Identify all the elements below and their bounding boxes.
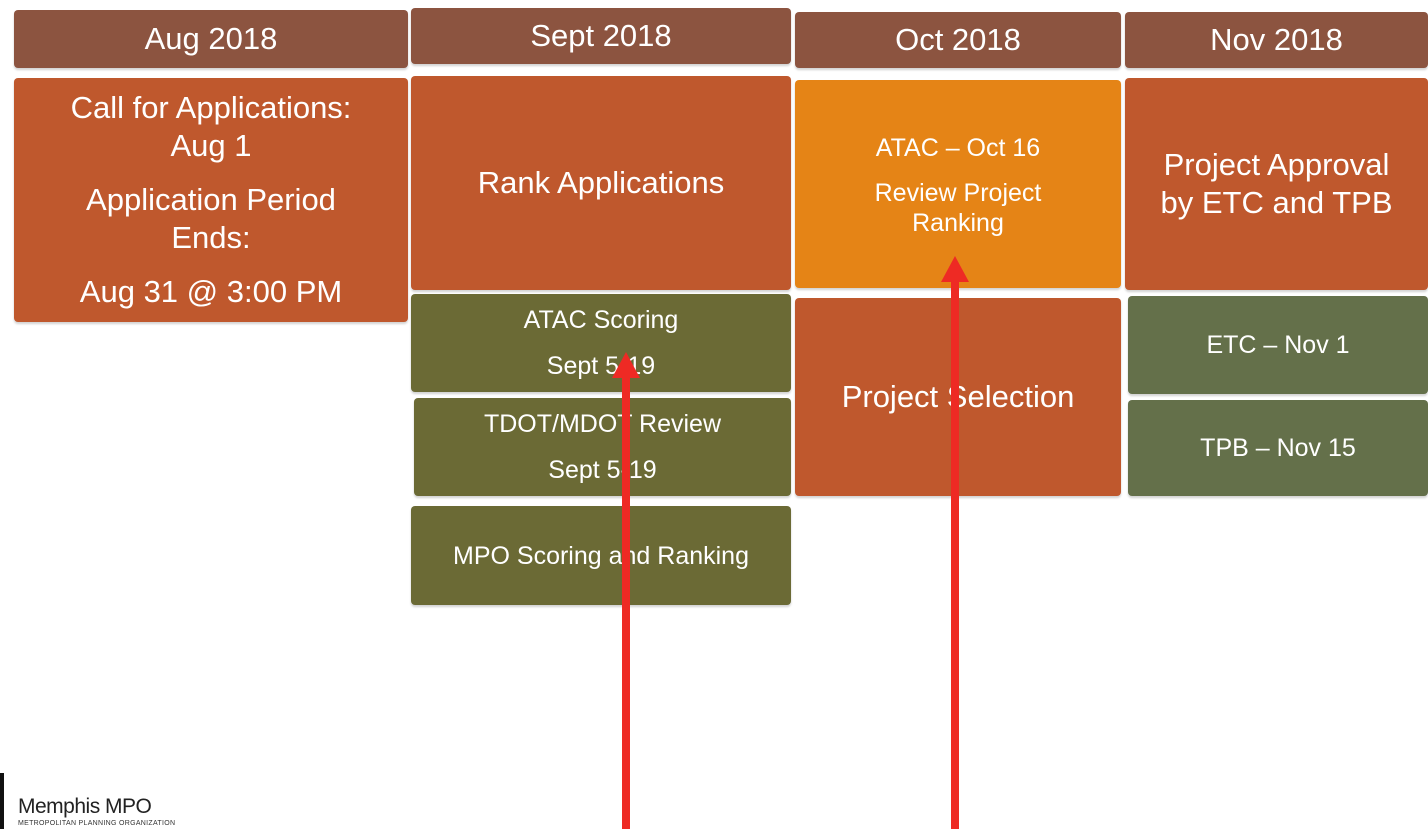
aug-line-2: Aug 1 (170, 128, 252, 163)
project-approval-box: Project Approval by ETC and TPB (1125, 78, 1428, 290)
arrow-shaft-oct-review (951, 280, 959, 829)
arrow-head-oct-review (941, 256, 969, 282)
etc-nov-label: ETC – Nov 1 (1206, 331, 1350, 359)
etc-nov-box: ETC – Nov 1 (1128, 296, 1428, 394)
tdot-mdot-review-dates: Sept 5-19 (548, 456, 657, 484)
tpb-nov-box: TPB – Nov 15 (1128, 400, 1428, 496)
tdot-mdot-review-title: TDOT/MDOT Review (483, 410, 722, 438)
memphis-mpo-subtitle: METROPOLITAN PLANNING ORGANIZATION (18, 820, 176, 827)
atac-oct-line-2: Review Project (874, 179, 1042, 207)
atac-oct-review-box: ATAC – Oct 16 Review Project Ranking (795, 80, 1121, 288)
mpo-scoring-ranking-box: MPO Scoring and Ranking (411, 506, 791, 605)
aug-line-3: Application Period (86, 182, 336, 217)
rank-applications-box: Rank Applications (411, 76, 791, 290)
aug-line-1: Call for Applications: (70, 90, 352, 125)
arrow-head-atac-scoring (612, 352, 640, 378)
tdot-mdot-review-box: TDOT/MDOT Review Sept 5-19 (414, 398, 791, 496)
project-approval-line-1: Project Approval (1163, 147, 1390, 182)
header-sept-label: Sept 2018 (530, 18, 672, 53)
logo-bar (0, 773, 4, 829)
atac-oct-line-3: Ranking (912, 209, 1004, 237)
project-approval-line-2: by ETC and TPB (1160, 185, 1393, 220)
header-oct-2018: Oct 2018 (795, 12, 1121, 68)
tpb-nov-label: TPB – Nov 15 (1200, 434, 1356, 462)
atac-scoring-title: ATAC Scoring (523, 306, 679, 334)
arrow-shaft-atac-scoring (622, 376, 630, 829)
rank-applications-label: Rank Applications (477, 165, 725, 200)
aug-line-4: Ends: (171, 220, 251, 255)
header-sept-2018: Sept 2018 (411, 8, 791, 64)
atac-oct-line-1: ATAC – Oct 16 (875, 134, 1041, 162)
atac-scoring-box: ATAC Scoring Sept 5-19 (411, 294, 791, 392)
header-aug-label: Aug 2018 (144, 21, 278, 56)
header-aug-2018: Aug 2018 (14, 10, 408, 68)
header-nov-label: Nov 2018 (1210, 22, 1343, 57)
memphis-mpo-logo: Memphis MPO (18, 795, 152, 818)
header-nov-2018: Nov 2018 (1125, 12, 1428, 68)
call-for-applications-box: Call for Applications: Aug 1 Application… (14, 78, 408, 322)
header-oct-label: Oct 2018 (895, 22, 1021, 57)
mpo-scoring-ranking-label: MPO Scoring and Ranking (453, 541, 749, 570)
aug-line-5: Aug 31 @ 3:00 PM (79, 274, 343, 309)
